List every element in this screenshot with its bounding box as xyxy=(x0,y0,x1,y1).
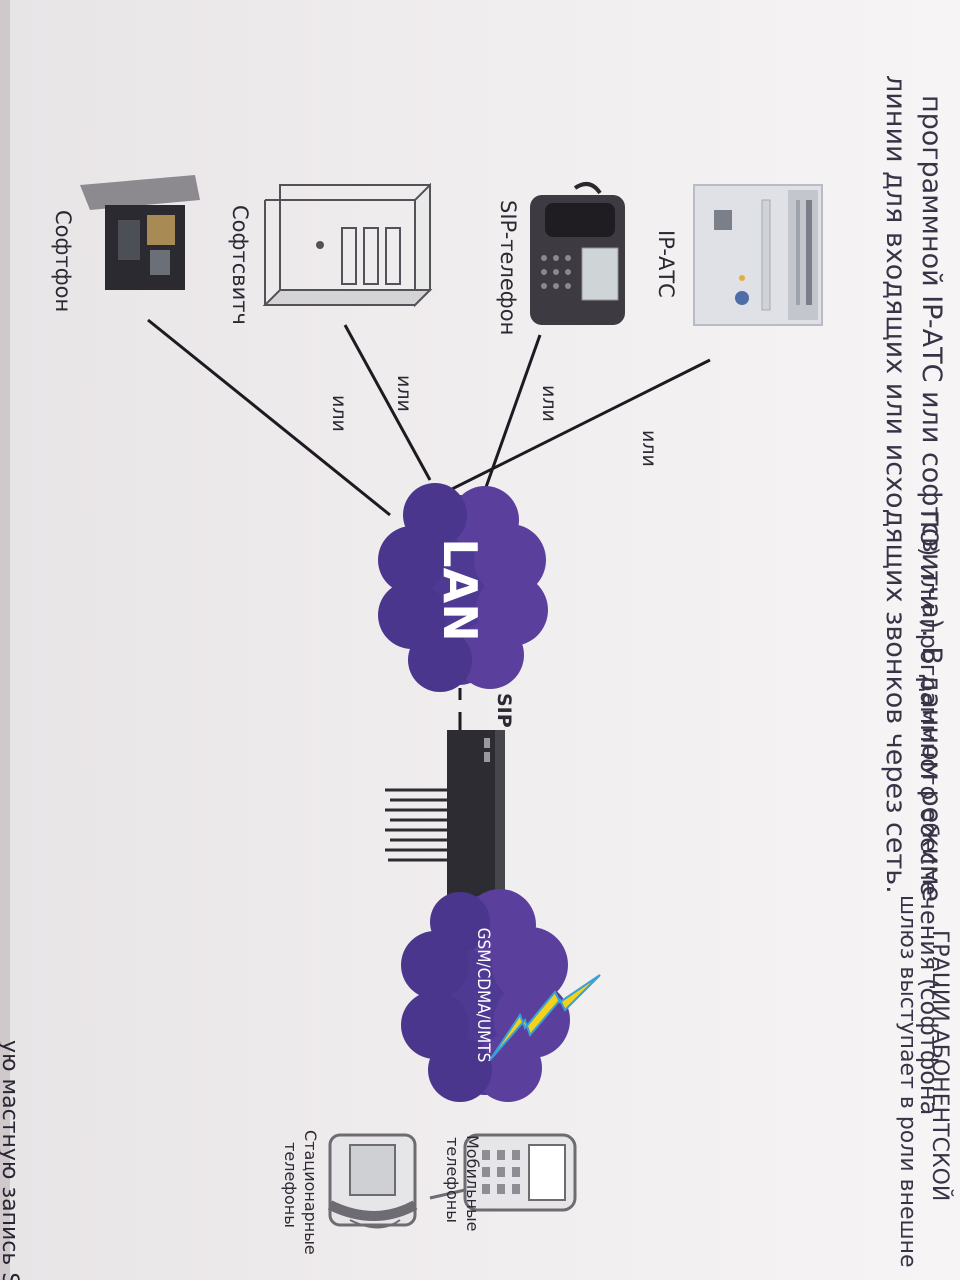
gsm-gateway-icon xyxy=(385,730,505,900)
label-fixed-phones: Стационарные телефоны xyxy=(280,1130,320,1255)
sip-phone-icon xyxy=(530,182,625,325)
label-fixed-line-1: Стационарные xyxy=(301,1130,320,1255)
ip-ats-icon xyxy=(693,184,823,326)
mobile-phone-icon xyxy=(429,1133,577,1212)
label-mobile-line-2: телефоны xyxy=(443,1137,462,1223)
or-label-3: или xyxy=(393,375,415,412)
softphone-icon xyxy=(80,175,200,290)
label-sip-phone: SIP-телефон xyxy=(496,200,520,336)
label-softphone: Софтфон xyxy=(51,210,75,313)
link-softphone xyxy=(147,318,391,517)
gsm-cloud: GSM/CDMA/UMTS xyxy=(401,889,570,1102)
label-fixed-line-2: телефоны xyxy=(281,1142,300,1228)
softswitch-icon xyxy=(262,182,433,308)
or-label-4: или xyxy=(328,395,350,432)
label-ip-ats: IP-АТС xyxy=(654,230,678,298)
label-mobile-phones: Мобильные телефоны xyxy=(442,1135,482,1232)
label-mobile-line-1: Мобильные xyxy=(463,1135,482,1232)
gsm-cloud-label: GSM/CDMA/UMTS xyxy=(473,928,493,1063)
label-softswitch: Софтсвитч xyxy=(228,205,252,325)
or-label-1: или xyxy=(638,430,660,467)
lan-cloud: LAN xyxy=(378,483,548,692)
link-ip-ats xyxy=(429,358,711,502)
lan-label: LAN xyxy=(433,538,487,641)
landline-phone-icon xyxy=(327,1133,418,1229)
link-sip-phone xyxy=(483,334,542,491)
lightning-icon xyxy=(489,974,601,1061)
link-softswitch xyxy=(343,324,432,481)
or-label-2: или xyxy=(538,385,560,422)
sip-link-label: SIP xyxy=(493,693,515,728)
